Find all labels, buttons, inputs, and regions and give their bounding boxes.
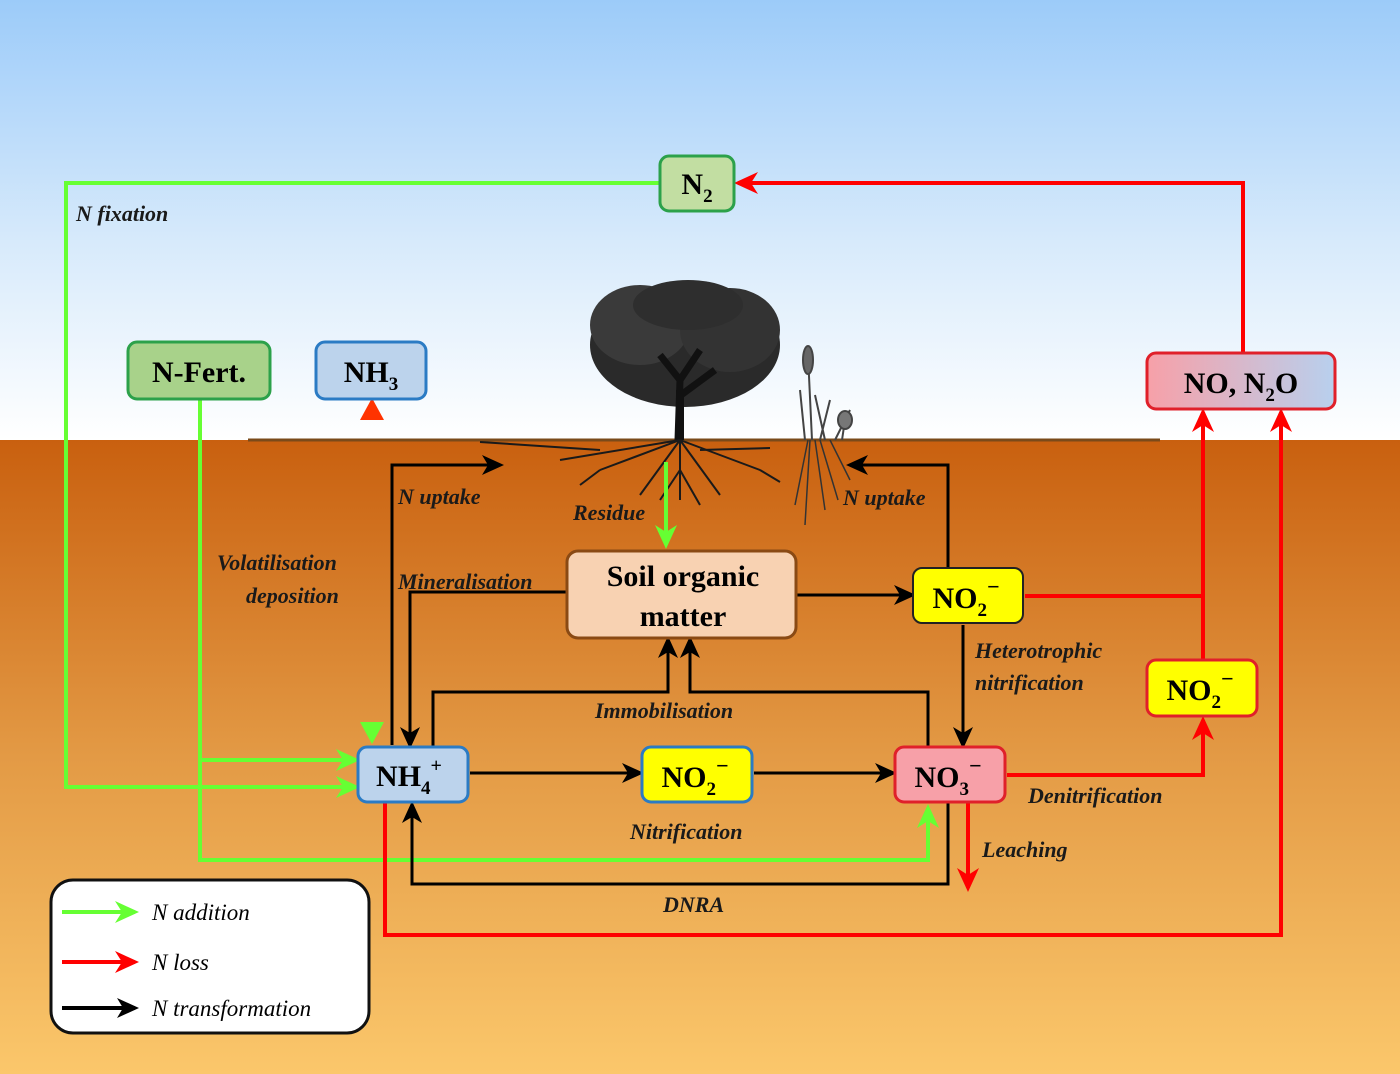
- svg-text:NO2−: NO2−: [1166, 666, 1233, 713]
- deposition-arrowhead: [360, 722, 384, 744]
- no2-top-node: NO2−: [912, 567, 1024, 624]
- volatilisation-arrowhead: [360, 398, 384, 420]
- mineralisation-arrow: [400, 590, 566, 749]
- nitrification-label: Nitrification: [629, 819, 742, 844]
- immobilisation-no3-arrow: [680, 636, 930, 747]
- no3-text: NO: [914, 761, 959, 794]
- n-fixation-label: N fixation: [75, 201, 168, 226]
- nfert-node: N-Fert.: [126, 340, 272, 401]
- no2-right-sup: −: [1221, 666, 1234, 691]
- nh3-node: NH3: [314, 340, 428, 401]
- som-line2: matter: [640, 600, 727, 633]
- nh4-sub: 4: [421, 778, 431, 799]
- mineralisation-label: Mineralisation: [397, 569, 532, 594]
- svg-text:NO3−: NO3−: [914, 753, 981, 800]
- no3-node: NO3−: [893, 745, 1007, 804]
- nh3-sub: 3: [389, 374, 399, 395]
- n2-text: N: [681, 168, 703, 201]
- heterotrophic-label: Heterotrophic: [974, 638, 1102, 663]
- nh3-text: NH: [344, 356, 389, 389]
- svg-text:N2: N2: [681, 168, 712, 207]
- nfert-to-no3-arrow: [198, 760, 939, 862]
- no3-sub: 3: [959, 779, 969, 800]
- residue-label: Residue: [572, 500, 645, 525]
- no-n2o-text-b: O: [1275, 367, 1298, 400]
- legend: N addition N loss N transformation: [49, 878, 371, 1035]
- svg-text:NO2−: NO2−: [932, 574, 999, 621]
- soil-organic-matter-node: Soil organic matter: [565, 549, 798, 640]
- no2-mid-sub: 2: [706, 779, 716, 800]
- no2-top-sub: 2: [977, 600, 987, 621]
- grass-roots-icon: [794, 439, 851, 526]
- som-line1: Soil organic: [607, 560, 760, 593]
- volatilisation-label: Volatilisation: [217, 550, 337, 575]
- denitrification-arrow: [1007, 716, 1214, 777]
- n-uptake-left-arrow: [390, 455, 504, 745]
- denitrification-label: Denitrification: [1027, 783, 1162, 808]
- dnra-arrow: [402, 801, 950, 886]
- n-uptake-right-arrow: [846, 455, 950, 584]
- no2-right-sub: 2: [1211, 692, 1221, 713]
- no3-sup: −: [969, 753, 982, 778]
- immobilisation-nh4-arrow: [431, 636, 678, 747]
- no2-mid-text: NO: [661, 761, 706, 794]
- leaching-label: Leaching: [981, 837, 1068, 862]
- no-n2o-node: NO, N2O: [1145, 351, 1337, 411]
- tree-roots-icon: [479, 439, 781, 506]
- nfert-text: N-Fert.: [152, 356, 246, 389]
- n-uptake-left-label: N uptake: [397, 484, 481, 509]
- n-uptake-right-label: N uptake: [842, 485, 926, 510]
- svg-text:NO2−: NO2−: [661, 753, 728, 800]
- no2-right-text: NO: [1166, 674, 1211, 707]
- legend-transformation-label: N transformation: [151, 996, 311, 1021]
- legend-addition-label: N addition: [151, 900, 250, 925]
- tree-icon: [590, 280, 780, 441]
- svg-text:NH3: NH3: [344, 356, 399, 395]
- nh4-sup: +: [431, 755, 442, 777]
- nh4-text: NH: [376, 760, 421, 793]
- nh4-node: NH4+: [356, 745, 470, 804]
- no-n2o-sub: 2: [1265, 385, 1275, 406]
- no2-right-node: NO2−: [1145, 658, 1259, 718]
- no2-top-text: NO: [932, 582, 977, 615]
- deposition-label: deposition: [246, 583, 339, 608]
- grass-plant-icon: [799, 345, 853, 441]
- no2-mid-sup: −: [716, 753, 729, 778]
- n-fixation-arrow: [64, 181, 660, 798]
- svg-text:NH4+: NH4+: [376, 755, 442, 799]
- immobilisation-label: Immobilisation: [594, 698, 733, 723]
- legend-loss-label: N loss: [151, 950, 209, 975]
- denitrification-to-n2-arrow: [734, 172, 1245, 352]
- svg-text:NO, N2O: NO, N2O: [1184, 367, 1299, 406]
- n2-node: N2: [658, 154, 736, 213]
- no2-mid-node: NO2−: [640, 745, 754, 804]
- heterotrophic-nitrification-label: nitrification: [975, 670, 1084, 695]
- nh4-to-no-arrow: [383, 408, 1292, 937]
- dnra-label: DNRA: [662, 892, 724, 917]
- n2-sub: 2: [703, 186, 713, 207]
- no2-top-sup: −: [987, 574, 1000, 599]
- no-n2o-text-a: NO, N: [1184, 367, 1266, 400]
